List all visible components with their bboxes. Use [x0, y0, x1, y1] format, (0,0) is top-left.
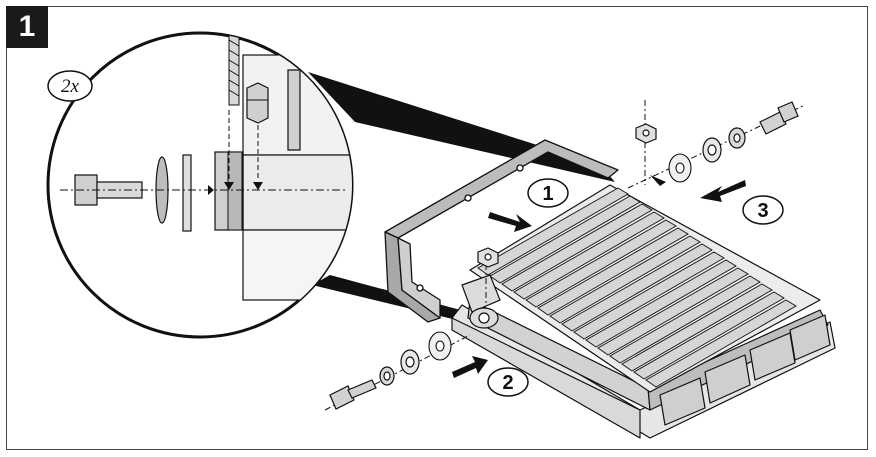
nut-left-icon: [477, 247, 499, 268]
arrow-3-icon: [700, 180, 746, 202]
serrated-washer-left-icon: [428, 331, 452, 361]
cooling-fins: [477, 187, 797, 388]
hinge-mount: [461, 274, 501, 329]
callout-2: [487, 367, 529, 397]
bolt-icon: [759, 101, 799, 135]
flat-washer-left-icon: [400, 349, 420, 375]
zoom-connector-upper: [308, 72, 615, 182]
callout-2-label: 2: [502, 372, 513, 394]
flat-washer-icon: [702, 137, 722, 163]
mounting-bracket: [384, 139, 619, 323]
serrated-washer-icon: [668, 153, 692, 183]
callout-1-label: 1: [542, 183, 553, 205]
callout-3-label: 3: [757, 200, 768, 222]
lock-washer-left-icon: [379, 366, 395, 386]
nut-icon: [635, 123, 657, 144]
quantity-marker: [47, 70, 93, 102]
bolt-left-icon: [329, 379, 377, 410]
arrow-insert-icon: [650, 175, 666, 186]
detail-content: [60, 34, 352, 301]
callout-3: [742, 195, 784, 225]
axis-line-right-horizontal: [627, 104, 806, 189]
callout-1: [527, 178, 569, 208]
arrow-1-icon: [488, 212, 532, 232]
lock-washer-icon: [728, 127, 746, 149]
step-number-badge: 1: [6, 6, 48, 48]
figure-frame: [6, 6, 868, 450]
arrow-2-icon: [452, 356, 488, 378]
quantity-label: 2x: [61, 76, 80, 97]
